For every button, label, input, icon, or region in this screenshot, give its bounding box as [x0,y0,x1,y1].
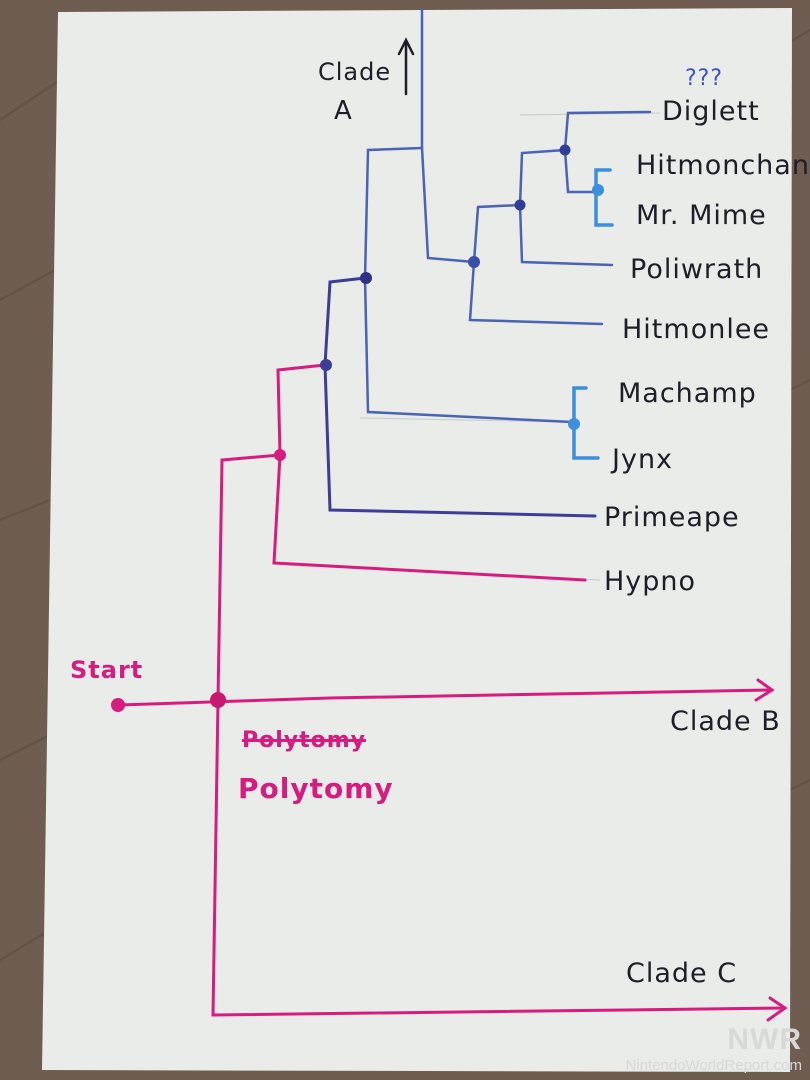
leaf-machamp: Machamp [618,378,757,409]
question-marks: ??? [685,66,724,91]
node-dots [111,144,604,712]
start-label: Start [70,656,144,684]
watermark-site: NintendoWorldReport.com [625,1057,802,1074]
pink-branches [116,363,788,1022]
leaf-diglett: Diglett [662,96,760,127]
paper-sheet [42,8,792,1072]
struck-polytomy-label: Polytomy [242,728,367,753]
polytomy-label: Polytomy [238,772,394,805]
leaf-hitmonchan: Hitmonchan [636,150,810,181]
clade-c-label: Clade C [626,958,738,989]
leaf-primeape: Primeape [604,502,740,533]
clade-a-label-top: Clade [318,58,392,86]
dark-blue-branches [323,276,597,518]
leaf-hypno: Hypno [604,566,697,597]
clade-a-label-bottom: A [334,96,353,126]
clade-b-label: Clade B [670,706,781,737]
leaf-jynx: Jynx [612,444,674,475]
mid-blue-branches [363,8,652,424]
watermark: NWR NintendoWorldReport.com [626,1023,802,1074]
clade-a-arrow [397,37,415,96]
leaf-poliwrath: Poliwrath [630,254,764,285]
leaf-mr-mime: Mr. Mime [636,200,767,231]
leaf-hitmonlee: Hitmonlee [622,314,771,345]
watermark-logo: NWR [727,1023,802,1056]
